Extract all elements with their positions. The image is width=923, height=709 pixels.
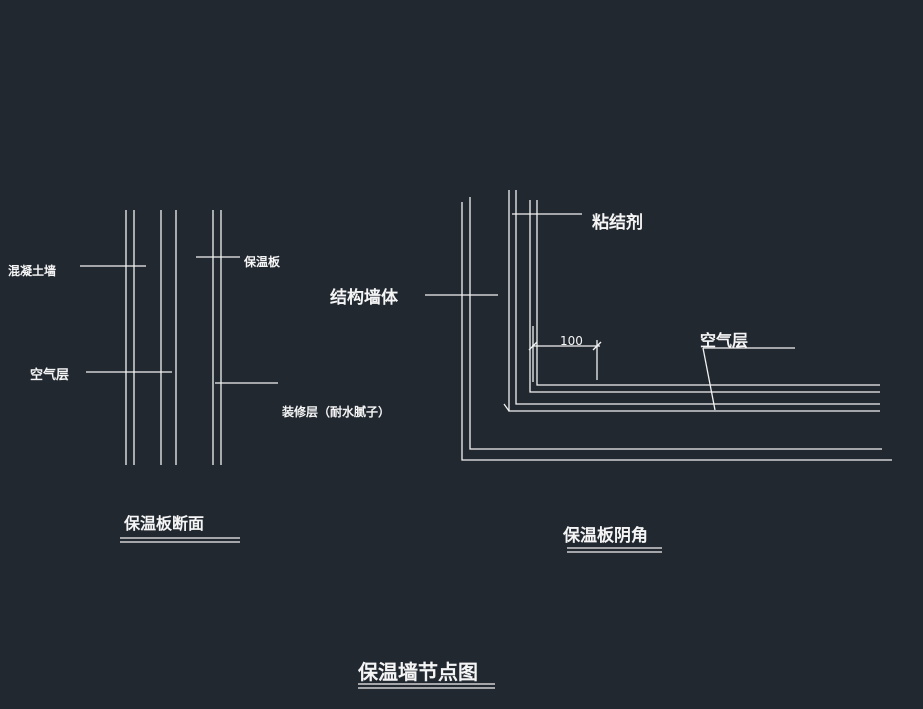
dimension-value: 100 bbox=[560, 334, 583, 348]
label-insulation-board: 保温板 bbox=[243, 254, 281, 269]
wall-line bbox=[515, 190, 880, 405]
wall-line bbox=[529, 200, 880, 393]
main-title: 保温墙节点图 bbox=[357, 660, 478, 684]
label-air-layer-corner: 空气层 bbox=[700, 331, 748, 350]
label-structural-wall: 结构墙体 bbox=[330, 287, 399, 308]
section-view: 混凝土墙 保温板 空气层 装修层（耐水腻子） 保温板断面 bbox=[8, 210, 390, 543]
label-air-layer: 空气层 bbox=[30, 367, 69, 383]
leader-line bbox=[702, 347, 716, 411]
dimension-tick bbox=[592, 341, 602, 351]
wall-end-tick bbox=[503, 403, 510, 412]
wall-line bbox=[469, 197, 882, 450]
corner-view: 粘结剂 结构墙体 空气层 100 保温板阴角 bbox=[330, 190, 892, 553]
corner-title: 保温板阴角 bbox=[562, 525, 648, 546]
wall-line bbox=[536, 200, 880, 386]
main-title-block: 保温墙节点图 bbox=[357, 660, 495, 689]
label-finish-layer: 装修层（耐水腻子） bbox=[281, 404, 390, 419]
label-concrete-wall: 混凝土墙 bbox=[8, 263, 56, 278]
label-adhesive: 粘结剂 bbox=[592, 212, 643, 233]
dimension-tick bbox=[528, 341, 538, 351]
section-title: 保温板断面 bbox=[123, 514, 204, 533]
wall-line bbox=[508, 190, 880, 412]
outer-wall-line bbox=[461, 202, 892, 461]
